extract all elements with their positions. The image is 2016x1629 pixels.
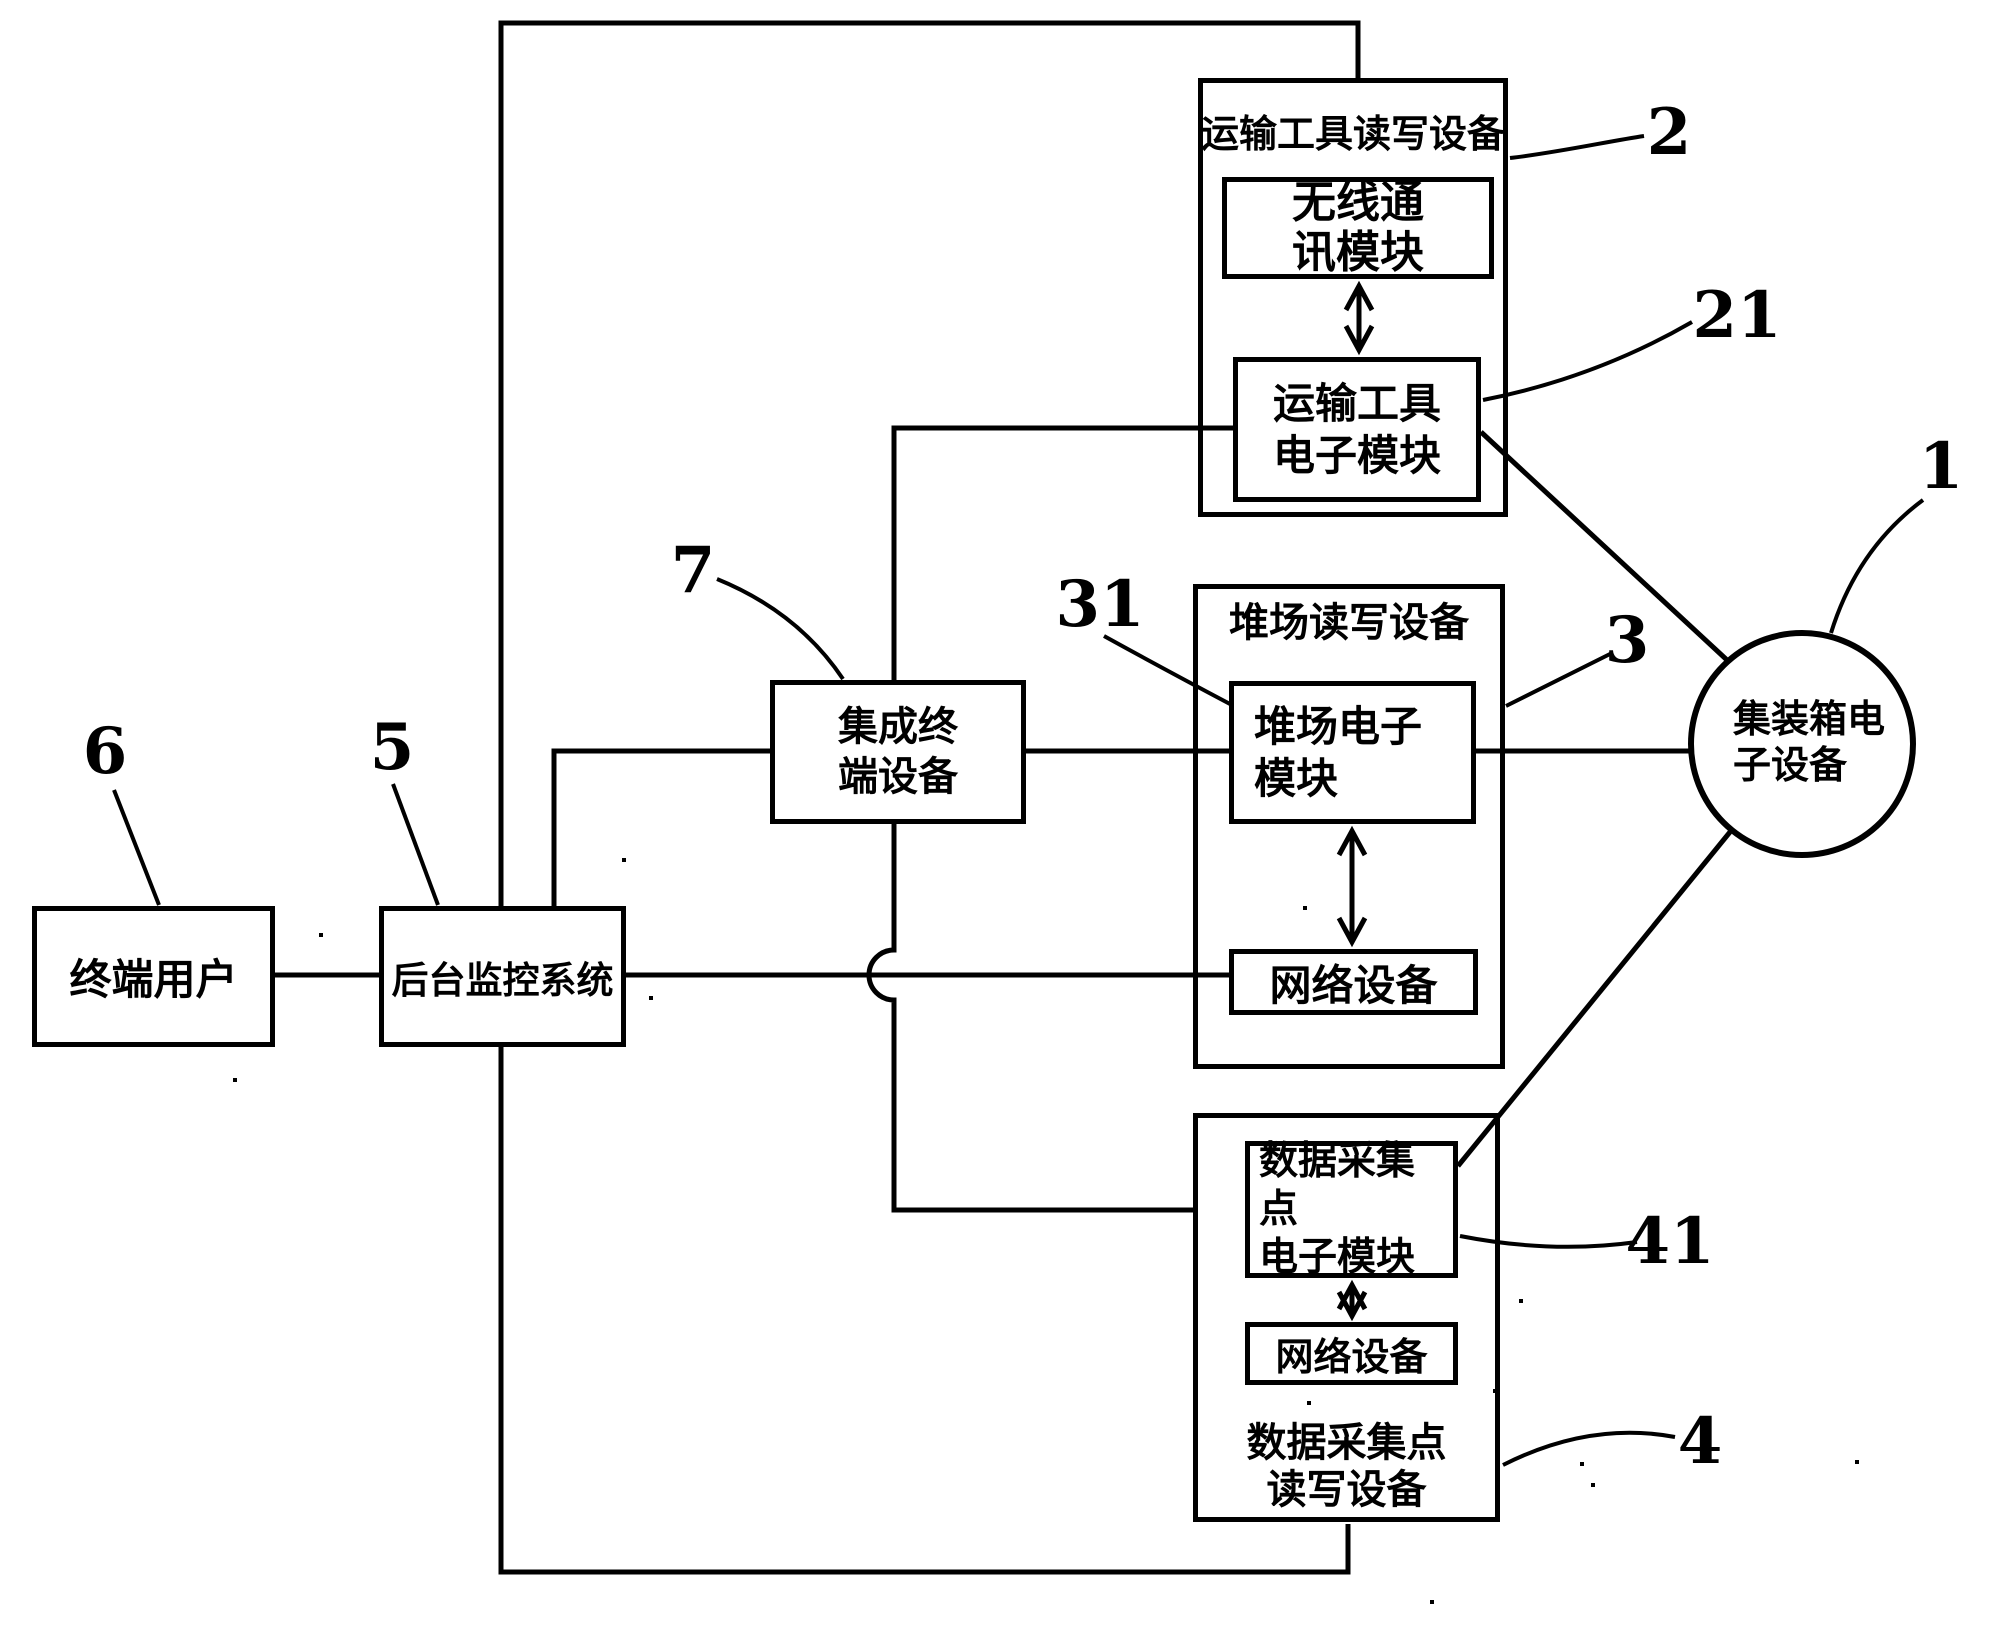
- leader-ref-21: [1482, 320, 1693, 402]
- ref-label-1: 1: [1918, 429, 1964, 504]
- ref-label-31: 31: [1055, 567, 1145, 642]
- transport-module-to-circle-line: [1479, 430, 1729, 662]
- leader-ref-4: [1502, 1430, 1676, 1467]
- wireless-comm-module-line1: 无线通: [1292, 177, 1424, 228]
- monitoring-system-box: 后台监控系统: [379, 906, 626, 1047]
- ref-label-6: 6: [82, 714, 128, 789]
- terminal-user-label: 终端用户: [69, 955, 238, 1004]
- leader-ref-41: [1459, 1234, 1638, 1249]
- data-point-reader-box: [1193, 1113, 1500, 1522]
- data-point-network-device-label: 网络设备: [1275, 1335, 1428, 1379]
- transport-electronic-module-box: 运输工具 电子模块: [1233, 357, 1481, 502]
- container-device-label-line2: 子设备: [1733, 743, 1848, 787]
- yard-electronic-module-line1: 堆场电子: [1254, 701, 1423, 751]
- monitoring-system-label: 后台监控系统: [391, 958, 614, 1002]
- integrated-terminal-label-line1: 集成终: [838, 704, 958, 750]
- leader-ref-5: [391, 783, 440, 906]
- leader-ref-6: [112, 789, 161, 906]
- transport-reader-title: 运输工具读写设备: [1200, 112, 1505, 156]
- leader-ref-7: [716, 577, 845, 681]
- container-device-label: 集装箱电 子设备: [1733, 696, 1885, 788]
- data-point-electronic-module-box: 数据采集点 电子模块: [1245, 1138, 1458, 1280]
- trunk-top-line: [498, 20, 1361, 906]
- data-point-reader-title-line2: 读写设备: [1266, 1467, 1427, 1513]
- yard-electronic-module-box: 堆场电子 模块: [1229, 681, 1476, 824]
- data-point-reader-title: 数据采集点 读写设备: [1193, 1420, 1500, 1514]
- container-device-circle: [1688, 630, 1916, 858]
- terminal-user-box: 终端用户: [32, 906, 275, 1047]
- leader-ref-2: [1509, 134, 1645, 160]
- yard-reader-box: [1193, 584, 1505, 1069]
- ref-label-7: 7: [670, 533, 716, 608]
- transport-electronic-module-line2: 电子模块: [1272, 430, 1441, 480]
- integrated-to-transport-module-line: [891, 425, 1235, 680]
- leader-ref-1: [1829, 498, 1925, 634]
- ref-label-2: 2: [1646, 95, 1692, 170]
- yard-reader-title: 堆场读写设备: [1229, 600, 1469, 646]
- leader-ref-3: [1505, 651, 1613, 708]
- data-point-electronic-module-line1: 数据采集点: [1259, 1138, 1416, 1232]
- transport-electronic-module-line1: 运输工具: [1272, 378, 1441, 428]
- data-point-reader-title-line1: 数据采集点: [1246, 1420, 1447, 1466]
- container-device-label-line1: 集装箱电: [1733, 697, 1886, 741]
- integrated-terminal-label-line2: 端设备: [838, 754, 958, 800]
- yard-electronic-module-line2: 模块: [1254, 753, 1339, 803]
- leader-ref-31: [1103, 634, 1231, 706]
- data-point-network-device-box: 网络设备: [1245, 1322, 1458, 1385]
- monitor-to-integrated-line: [551, 748, 770, 906]
- integrated-terminal-box: 集成终 端设备: [770, 680, 1026, 824]
- wireless-comm-module-box: 无线通 讯模块: [1222, 177, 1494, 279]
- yard-network-device-label: 网络设备: [1269, 960, 1438, 1010]
- ref-label-5: 5: [369, 710, 415, 785]
- ref-label-3: 3: [1604, 603, 1650, 678]
- yard-network-device-box: 网络设备: [1229, 949, 1478, 1015]
- data-point-electronic-module-line2: 电子模块: [1259, 1234, 1416, 1280]
- trunk-bottom-line: [498, 1047, 1351, 1575]
- ref-label-21: 21: [1692, 278, 1782, 353]
- wireless-comm-module-line2: 讯模块: [1292, 227, 1424, 278]
- circle-to-datapoint-module-line: [1456, 830, 1732, 1168]
- integrated-to-datapoint-line-with-hop: [866, 824, 1195, 1213]
- ref-label-4: 4: [1677, 1404, 1723, 1479]
- ref-label-41: 41: [1625, 1204, 1715, 1279]
- transport-reader-box: [1198, 78, 1508, 517]
